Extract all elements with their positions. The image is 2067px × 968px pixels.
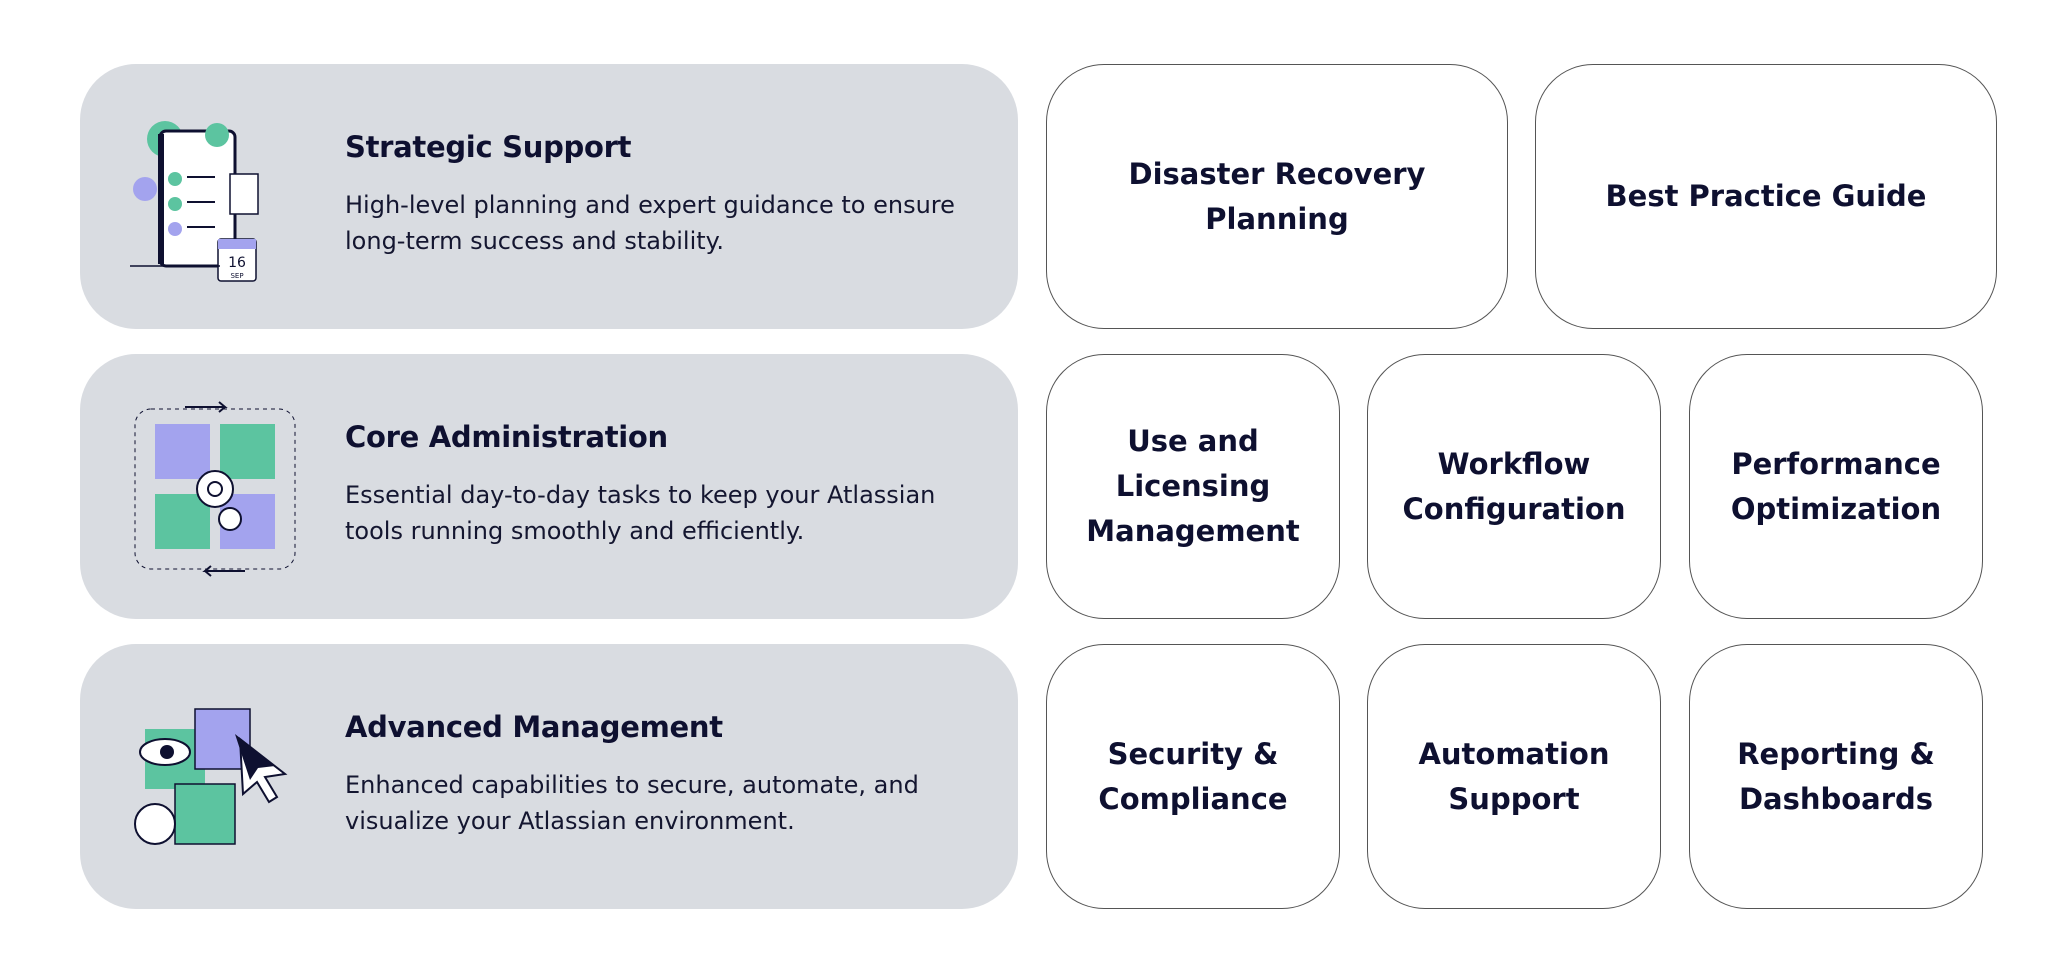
service-best-practice-guide[interactable]: Best Practice Guide xyxy=(1535,64,1997,329)
puzzle-eye-cursor-icon xyxy=(134,708,288,845)
service-label: Automation Support xyxy=(1418,736,1610,816)
service-security-and-compliance[interactable]: Security & Compliance xyxy=(1046,644,1340,909)
checklist-calendar-icon: 16 SEP xyxy=(130,121,259,282)
service-workflow-configuration[interactable]: Workflow Configuration xyxy=(1367,354,1661,619)
service-label: Reporting & Dashboards xyxy=(1737,736,1935,816)
service-label: Security & Compliance xyxy=(1098,736,1288,816)
service-label: Disaster Recovery Planning xyxy=(1128,156,1426,236)
category-card-core-administration: Core Administration Essential day-to-day… xyxy=(80,354,1018,619)
service-label: Best Practice Guide xyxy=(1605,179,1927,213)
calendar-month: SEP xyxy=(230,272,243,280)
category-card-strategic-support: 16 SEP Strategic Support High-level plan… xyxy=(80,64,1018,329)
category-title: Advanced Management xyxy=(345,710,723,744)
category-title: Core Administration xyxy=(345,420,668,454)
service-performance-optimization[interactable]: Performance Optimization xyxy=(1689,354,1983,619)
service-label: Use and Licensing Management xyxy=(1086,424,1300,548)
service-label: Performance Optimization xyxy=(1730,446,1942,526)
calendar-day: 16 xyxy=(228,255,246,271)
category-description: Essential day-to-day tasks to keep your … xyxy=(345,481,936,545)
puzzle-gears-icon xyxy=(134,401,296,577)
service-automation-support[interactable]: Automation Support xyxy=(1367,644,1661,909)
service-disaster-recovery-planning[interactable]: Disaster Recovery Planning xyxy=(1046,64,1508,329)
category-description: High-level planning and expert guidance … xyxy=(345,191,955,255)
category-card-advanced-management: Advanced Management Enhanced capabilitie… xyxy=(80,644,1018,909)
service-use-and-licensing-management[interactable]: Use and Licensing Management xyxy=(1046,354,1340,619)
category-description: Enhanced capabilities to secure, automat… xyxy=(345,771,919,835)
service-label: Workflow Configuration xyxy=(1402,446,1626,526)
service-reporting-and-dashboards[interactable]: Reporting & Dashboards xyxy=(1689,644,1983,909)
category-title: Strategic Support xyxy=(345,130,632,164)
